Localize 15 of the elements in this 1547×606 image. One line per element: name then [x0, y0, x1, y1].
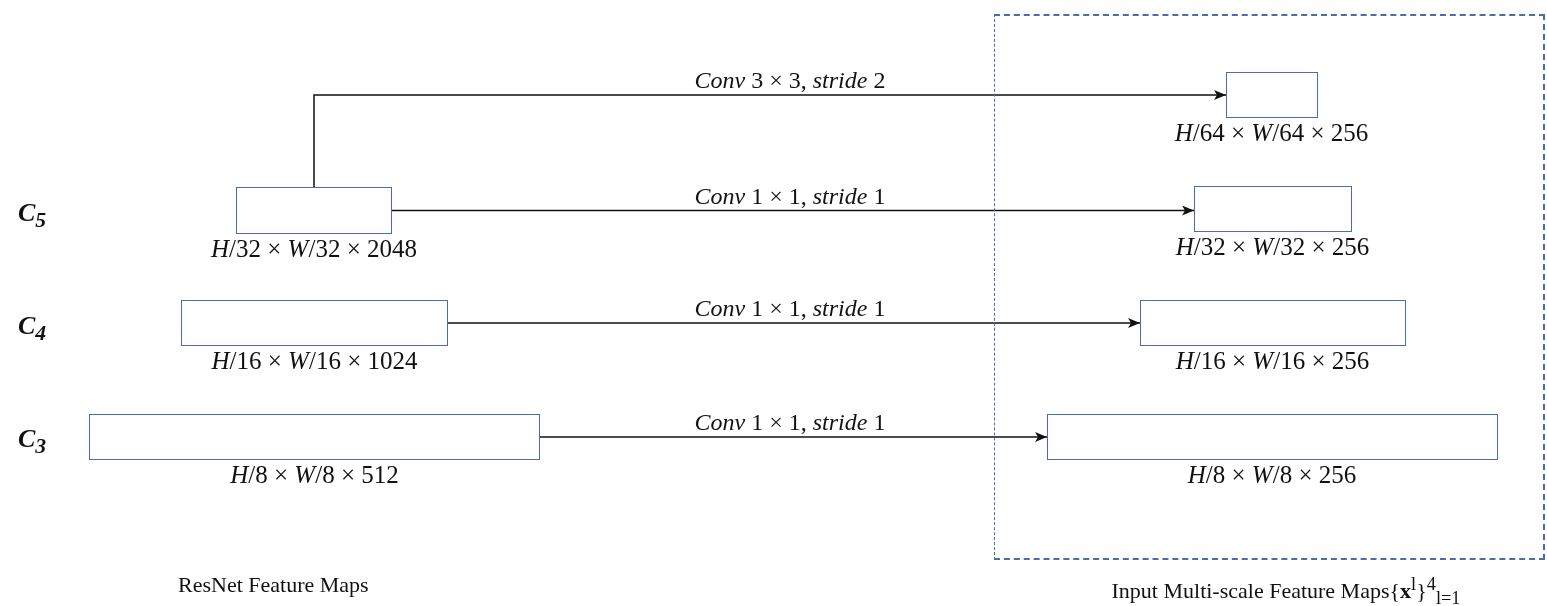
arrow	[539, 432, 1048, 442]
level-label: C$_{5}$	[18, 198, 47, 234]
dimension-text: H/16 × W/16 × 256	[1175, 347, 1370, 375]
dimension-text: H/32 × W/32 × 256	[1175, 233, 1370, 261]
dimension-text: H/8 × W/8 × 512	[230, 461, 399, 489]
arrow	[391, 205, 1195, 216]
arrow	[447, 318, 1141, 328]
dimension-text: H/64 × W/64 × 256	[1174, 119, 1369, 147]
dimension-text: H/32 × W/32 × 2048	[211, 235, 417, 263]
dimension-text: H/16 × W/16 × 1024	[211, 347, 418, 375]
arrow	[313, 90, 1227, 188]
dimension-text: H/8 × W/8 × 256	[1187, 461, 1357, 489]
level-label: C$_{4}$	[18, 311, 47, 347]
level-label: C$_{3}$	[18, 424, 47, 460]
group-caption: ResNet Feature Maps	[178, 572, 369, 598]
